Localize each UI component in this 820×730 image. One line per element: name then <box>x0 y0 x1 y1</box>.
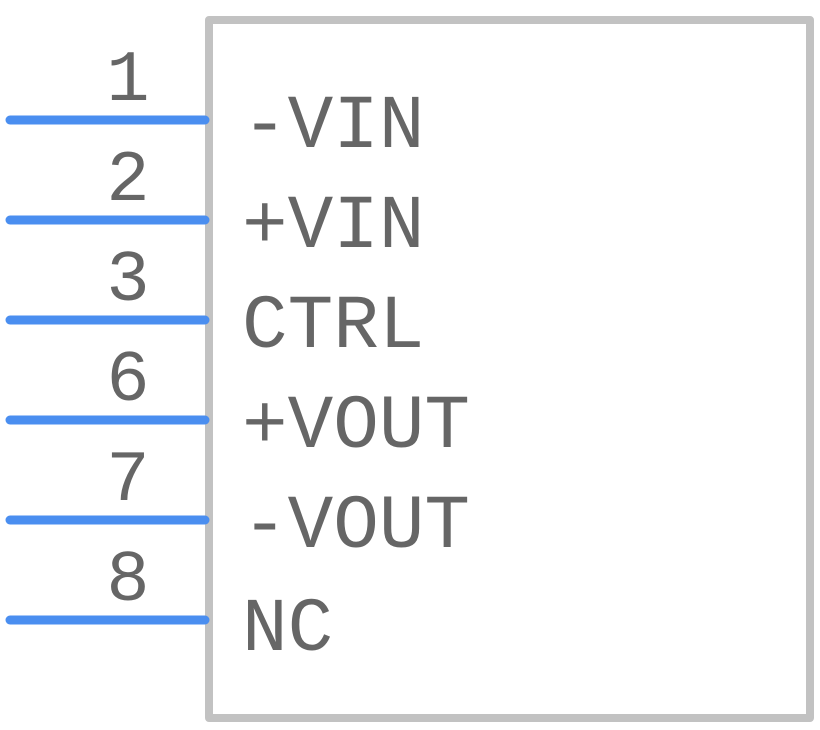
pin-8-name: NC <box>242 587 333 673</box>
component-body <box>205 16 814 722</box>
pin-1-number: 1 <box>106 40 149 122</box>
pin-1: 1 -VIN <box>5 40 424 170</box>
pin-8-number: 8 <box>106 540 149 622</box>
pin-7-name: -VOUT <box>242 484 470 570</box>
pin-3-number: 3 <box>106 240 149 322</box>
pin-8: 8 NC <box>5 540 333 673</box>
pin-2-number: 2 <box>106 140 149 222</box>
pin-6: 6 +VOUT <box>5 340 470 470</box>
pin-2-name: +VIN <box>242 184 424 270</box>
pin-2: 2 +VIN <box>5 140 424 270</box>
pin-3: 3 CTRL <box>5 240 424 370</box>
pin-1-name: -VIN <box>242 84 424 170</box>
pin-7-number: 7 <box>106 440 149 522</box>
pin-3-name: CTRL <box>242 284 424 370</box>
pin-7: 7 -VOUT <box>5 440 470 570</box>
pin-6-name: +VOUT <box>242 384 470 470</box>
pin-6-number: 6 <box>106 340 149 422</box>
